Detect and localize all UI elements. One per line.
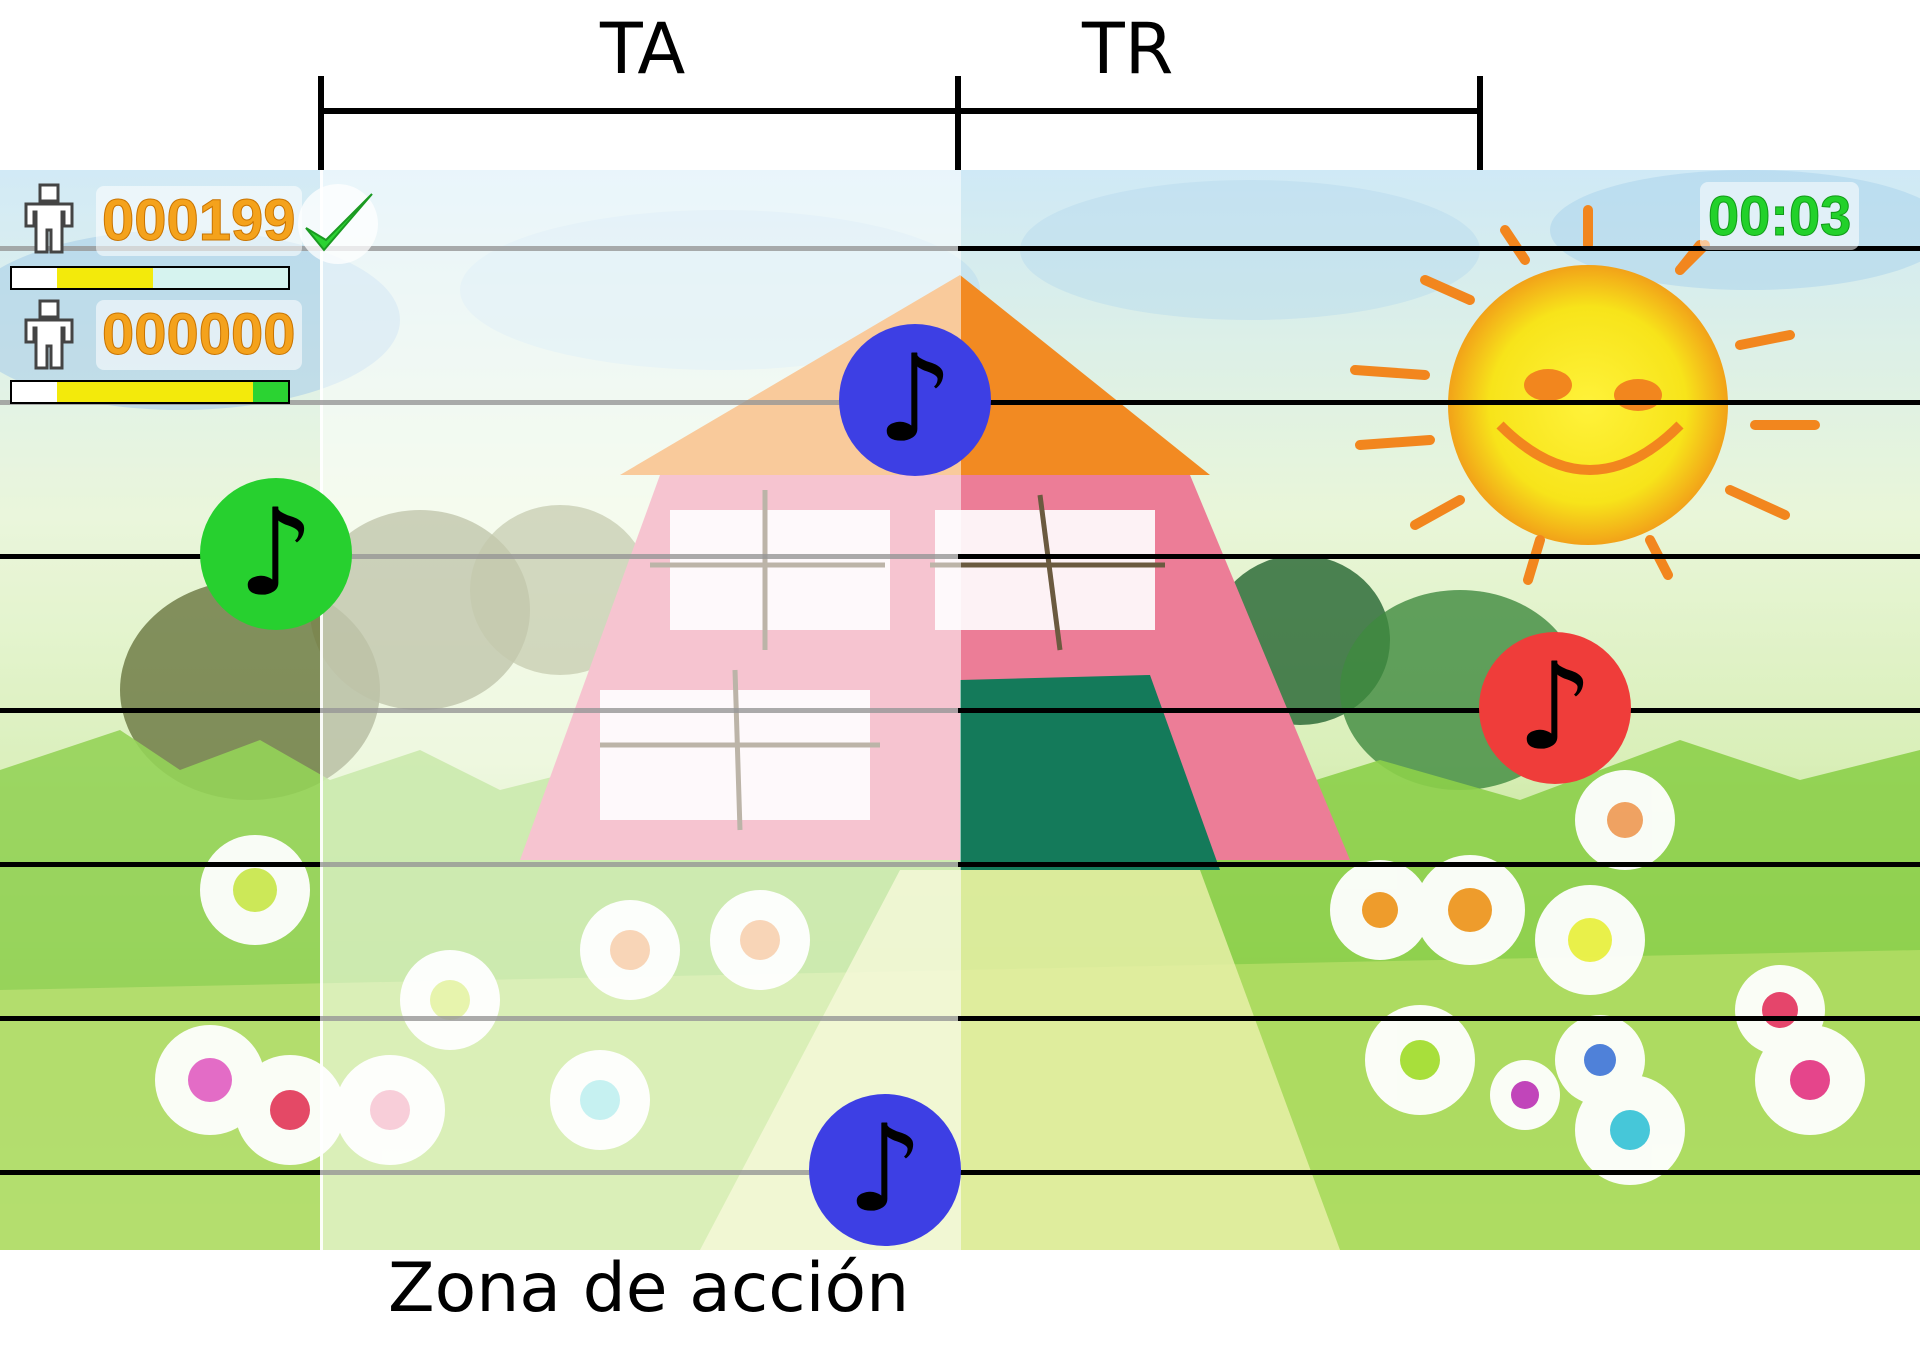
staff-line-1-faded [320,246,958,251]
check-icon [305,193,373,252]
tr-label: TR [1082,8,1174,90]
eighth-note-icon: ♪ [846,1100,924,1239]
staff-line-6-faded [0,1016,958,1021]
player-2-energy-bar [10,380,290,404]
player-1-bar-cyan [153,268,288,288]
music-note-2[interactable]: ♪ [839,324,991,476]
eighth-note-icon: ♪ [876,330,954,469]
player-2-bar-green [253,382,288,402]
staff-line-5-faded [0,862,958,867]
player-1-bar-yellow [57,268,153,288]
staff-line-3 [958,554,1920,559]
action-zone-caption: Zona de acción [388,1249,910,1328]
eighth-note-icon: ♪ [1516,638,1594,777]
ta-label: TA [600,8,686,90]
staff-line-1 [958,246,1920,251]
hit-check-badge [298,184,378,264]
staff-line-7-faded [0,1170,958,1175]
ta-bracket-line [320,108,960,114]
staff-line-6 [958,1016,1920,1021]
eighth-note-icon: ♪ [237,484,315,623]
staff-line-3-left [0,554,320,559]
music-note-3[interactable]: ♪ [809,1094,961,1246]
music-note-1[interactable]: ♪ [200,478,352,630]
player-2-bar-yellow [57,382,253,402]
player-1-score: 000199 [96,186,302,256]
player-2-score: 000000 [96,300,302,370]
staff-line-4-left [0,708,320,713]
staff-line-7 [958,1170,1920,1175]
staff-line-4-faded [0,708,958,713]
bracket-tick-left [318,76,324,172]
player-1-energy-bar [10,266,290,290]
person-icon [24,183,74,254]
game-timer: 00:03 [1700,182,1860,250]
staff-line-6-left [0,1016,320,1021]
staff-line-7-left [0,1170,320,1175]
staff-line-5 [958,862,1920,867]
staff-line-2-faded [320,400,958,405]
staff-line-5-left [0,862,320,867]
staff-line-2 [958,400,1920,405]
game-playfield[interactable]: ♪ ♪ ♪ ♪ 000199 000000 [0,170,1920,1250]
person-icon [24,299,74,370]
staff-line-3-faded [0,554,958,559]
tr-bracket-line [958,108,1482,114]
staff-line-4 [958,708,1920,713]
bracket-tick-middle [955,76,961,172]
music-note-4[interactable]: ♪ [1479,632,1631,784]
